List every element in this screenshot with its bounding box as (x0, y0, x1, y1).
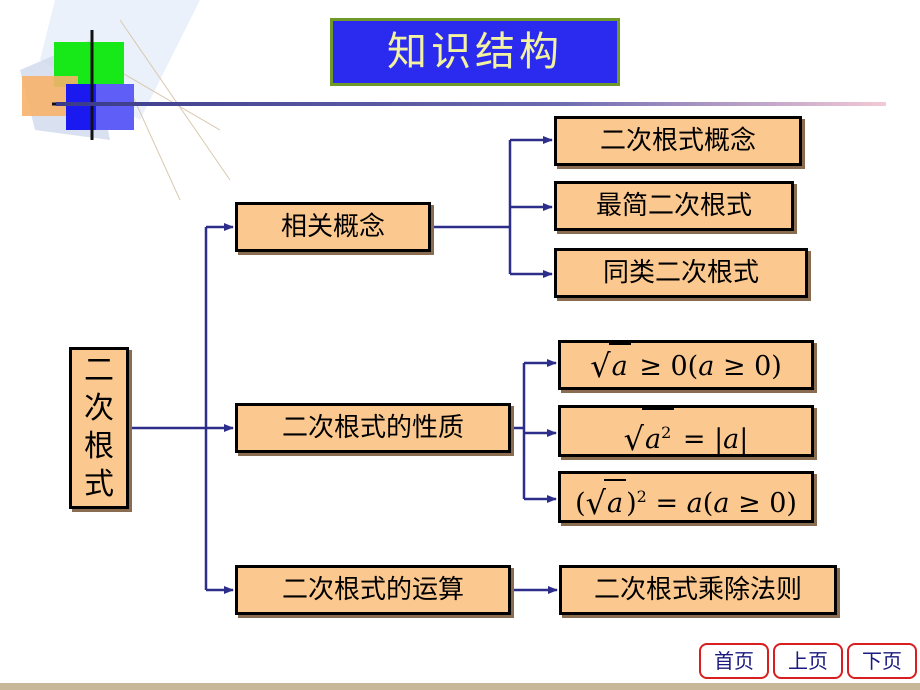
page-title: 知识结构 (330, 18, 620, 86)
node-like-radicals: 同类二次根式 (554, 248, 808, 298)
formula-exponent: 2 (661, 423, 672, 442)
formula-radicand: a (644, 424, 662, 455)
formula-text: = | (674, 424, 724, 455)
nav-next-page-button[interactable]: 下页 (847, 643, 917, 679)
root-char: 根 (84, 429, 114, 464)
root-char: 二 (84, 353, 114, 388)
node-properties: 二次根式的性质 (235, 403, 511, 453)
formula-sqrt-nonnegative: √a ≥ 0(a ≥ 0) (558, 340, 814, 390)
root-char: 次 (84, 391, 114, 426)
root-char: 式 (84, 467, 114, 502)
formula-var: a (723, 424, 740, 455)
node-simplest-radical: 最简二次根式 (554, 181, 794, 231)
formula-text: ( (575, 488, 586, 519)
formula-radicand: a (611, 351, 628, 382)
footer-bar (0, 683, 920, 690)
formula-text: ≥ 0( (630, 351, 699, 382)
formula-text: ( (702, 488, 714, 519)
formula-var: a (698, 351, 715, 382)
node-mult-div-rules: 二次根式乘除法则 (559, 565, 837, 615)
node-concept-definition: 二次根式概念 (554, 116, 802, 166)
node-related-concepts: 相关概念 (235, 202, 431, 252)
formula-text: ≥ 0) (714, 351, 782, 382)
formula-square-of-sqrt: (√a)2 = a(a ≥ 0) (558, 471, 814, 523)
root-node-quadratic-radical: 二 次 根 式 (69, 347, 129, 509)
formula-var: a (686, 488, 703, 519)
formula-text: = (646, 488, 687, 519)
formula-text: ) (626, 488, 637, 519)
decorative-corner-graphic (20, 0, 231, 200)
formula-text: | (739, 424, 749, 455)
formula-sqrt-square-abs: √a2 = |a| (558, 405, 814, 457)
formula-var: a (713, 488, 730, 519)
header-divider (56, 102, 886, 106)
formula-exponent: 2 (636, 487, 647, 506)
formula-radicand: a (607, 488, 624, 519)
nav-prev-page-button[interactable]: 上页 (773, 643, 843, 679)
nav-first-page-button[interactable]: 首页 (699, 643, 769, 679)
node-operations: 二次根式的运算 (235, 565, 511, 615)
formula-text: ≥ 0) (729, 488, 797, 519)
